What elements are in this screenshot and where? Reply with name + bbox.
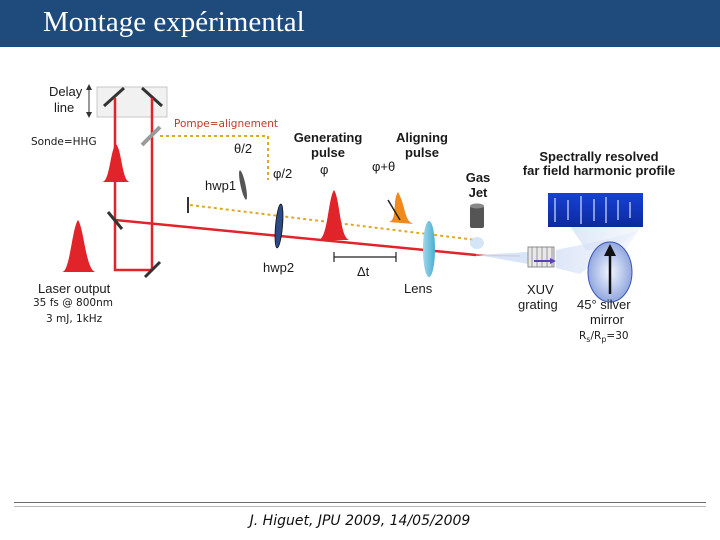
theta-waveplate bbox=[239, 170, 247, 200]
title-bar bbox=[0, 0, 720, 47]
laser-params-line-2: 3 mJ, 1kHz bbox=[46, 313, 103, 325]
gas-jet-label-2: Jet bbox=[468, 185, 488, 200]
sonde-label: Sonde=HHG bbox=[31, 136, 97, 148]
delay-line-label-1: Delay bbox=[49, 84, 83, 99]
spectral-label-1: Spectrally resolved bbox=[539, 149, 659, 164]
fold-mirror bbox=[143, 260, 162, 279]
generating-pulse-label-2: pulse bbox=[311, 145, 345, 160]
phi-theta-label: φ+θ bbox=[372, 159, 396, 174]
delta-t-label: Δt bbox=[357, 264, 370, 279]
footer-divider bbox=[14, 502, 706, 503]
delay-line-label-2: line bbox=[54, 100, 75, 115]
hwp1-label: hwp1 bbox=[205, 178, 237, 193]
probe-pulse bbox=[102, 144, 130, 182]
phi-half-label: φ/2 bbox=[273, 166, 293, 181]
generating-pulse-label-1: Generating bbox=[293, 130, 363, 145]
hwp2-label: hwp2 bbox=[263, 260, 295, 275]
silver-mirror-label-1: 45° silver bbox=[577, 297, 631, 312]
spectral-label-2: far field harmonic profile bbox=[522, 163, 676, 178]
reflectivity-ratio: Rs/Rp=30 bbox=[579, 330, 629, 345]
laser-pulse bbox=[62, 220, 96, 272]
generating-pulse-shape bbox=[318, 190, 350, 240]
delay-line bbox=[86, 84, 168, 118]
aligning-pulse-label-2: pulse bbox=[405, 145, 439, 160]
aligning-pulse-shape bbox=[388, 192, 414, 224]
pump-pickoff-mirror bbox=[140, 125, 162, 147]
footer-divider-secondary bbox=[14, 506, 706, 507]
laser-output-label: Laser output bbox=[38, 281, 111, 296]
delta-t-marker bbox=[333, 252, 397, 262]
beam-splitter bbox=[106, 211, 124, 230]
aligning-pulse-label-1: Aligning bbox=[396, 130, 448, 145]
xuv-grating-label-2: grating bbox=[518, 297, 558, 312]
lens-label: Lens bbox=[404, 281, 433, 296]
harmonic-spectrum-image bbox=[548, 193, 643, 227]
laser-params-line-1: 35 fs @ 800nm bbox=[33, 297, 113, 309]
gas-jet bbox=[470, 203, 484, 249]
gas-jet-label-1: Gas bbox=[465, 170, 491, 185]
phi-label: φ bbox=[320, 162, 329, 177]
silver-mirror-label-2: mirror bbox=[590, 312, 624, 327]
xuv-grating-label-1: XUV bbox=[527, 282, 554, 297]
hwp2-plate bbox=[274, 203, 284, 249]
lens-element bbox=[423, 221, 435, 277]
theta-half-label: θ/2 bbox=[234, 141, 253, 156]
footer-citation: J. Higuet, JPU 2009, 14/05/2009 bbox=[249, 513, 471, 529]
pompe-label: Pompe=alignement bbox=[174, 118, 279, 130]
slide-title: Montage expérimental bbox=[43, 6, 305, 38]
